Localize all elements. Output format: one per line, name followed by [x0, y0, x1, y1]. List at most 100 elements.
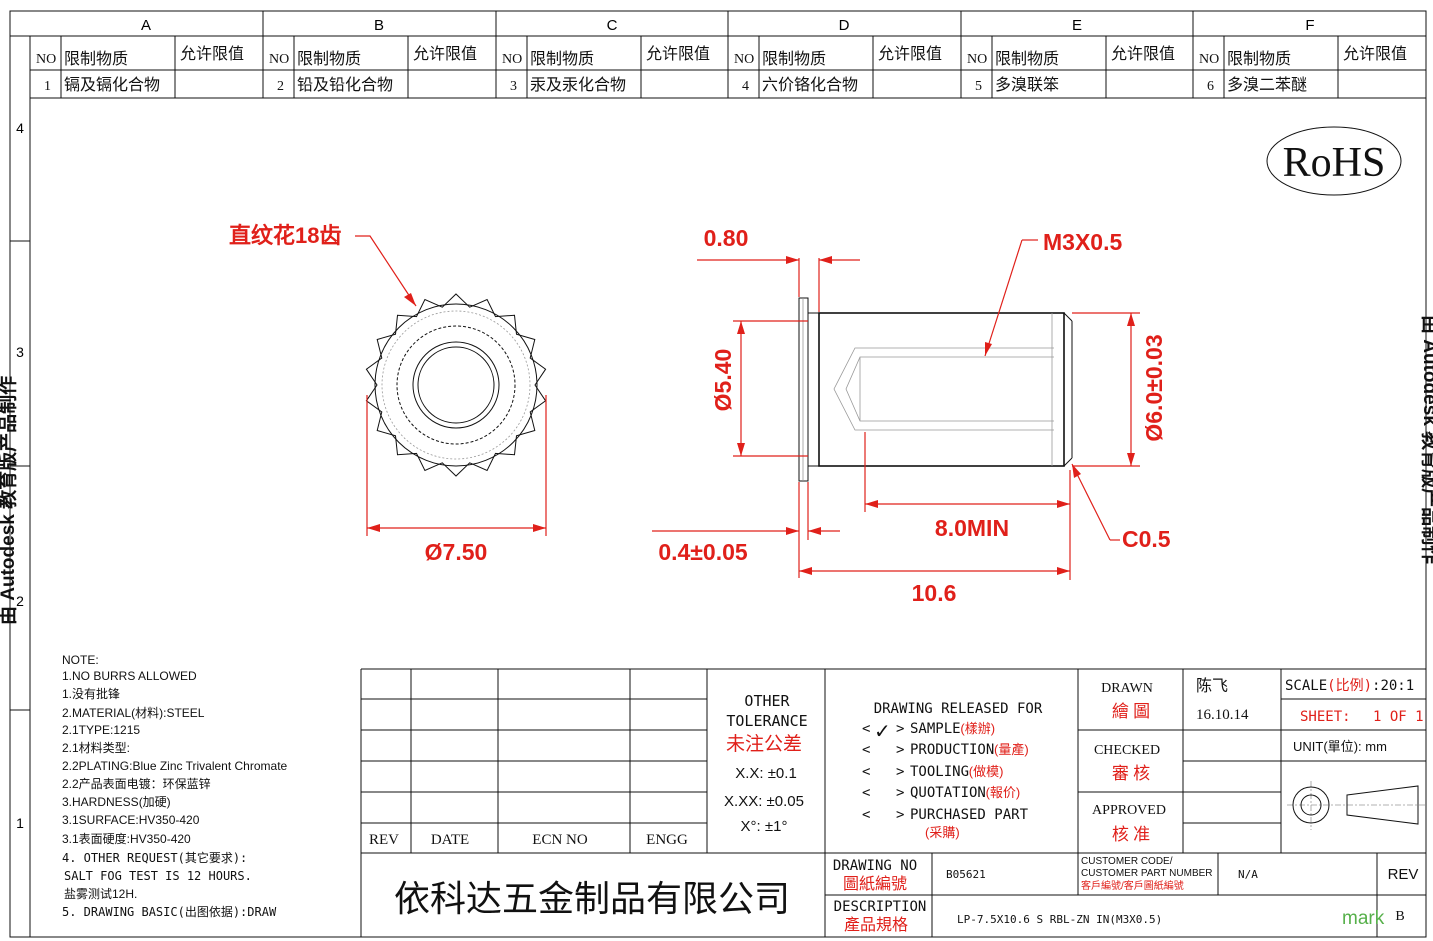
- watermark-left: 由 Autodesk 教育版产品制作: [0, 376, 19, 625]
- substance-name: 铅及铅化合物: [297, 76, 393, 94]
- rev-box-label: REV: [1388, 866, 1419, 883]
- zone-c: C: [607, 17, 618, 34]
- release-bracket-open: <: [862, 764, 870, 780]
- release-list: <>✓SAMPLE(樣辦)<>PRODUCTION(量產)<>TOOLING(做…: [862, 721, 1029, 840]
- release-bracket-close: >: [896, 807, 904, 823]
- note-line: 3.1SURFACE:HV350-420: [62, 813, 200, 827]
- customer-l1: CUSTOMER CODE/: [1081, 856, 1173, 867]
- tol-title1: OTHER: [744, 692, 790, 710]
- row-1: 1: [16, 815, 24, 831]
- min-len: 8.0MIN: [935, 515, 1009, 541]
- dim-flange: 0.4±0.05: [652, 482, 840, 578]
- note-line: SALT FOG TEST IS 12 HOURS.: [64, 869, 252, 883]
- zone-f: F: [1305, 17, 1314, 34]
- drawing-no-label: DRAWING NO: [833, 858, 917, 874]
- zone-header: A B C D E F: [141, 11, 1315, 36]
- release-bracket-close: >: [896, 742, 904, 758]
- substance-name: 多溴二苯醚: [1227, 76, 1307, 94]
- col-no-header: NO: [1199, 52, 1219, 67]
- note-line: 3.HARDNESS(加硬): [62, 795, 171, 809]
- zone-a: A: [141, 17, 151, 34]
- rohs-ellipse: [1266, 126, 1402, 196]
- engg-header: ENGG: [646, 832, 688, 848]
- tol-title2: TOLERANCE: [726, 712, 807, 730]
- row-3: 3: [16, 344, 24, 360]
- note-line: 2.1TYPE:1215: [62, 723, 140, 737]
- d-body: Ø6.0±0.03: [1141, 334, 1167, 441]
- release-item-label: TOOLING: [910, 764, 969, 780]
- col-no-header: NO: [734, 52, 754, 67]
- substance-no: 4: [742, 79, 749, 94]
- chamfer-callout: C0.5: [1071, 463, 1171, 552]
- col-substance-header: 限制物质: [297, 50, 361, 68]
- front-view: [365, 293, 547, 477]
- col-limit-header: 允许限值: [1343, 45, 1407, 63]
- dim-knurl-dia: Ø7.50: [366, 395, 547, 565]
- col-limit-header: 允许限值: [646, 45, 710, 63]
- tol-l2: X.XX: ±0.05: [724, 793, 804, 810]
- description-value: LP-7.5X10.6 S RBL-ZN IN(M3X0.5): [957, 913, 1162, 926]
- release-bracket-open: <: [862, 807, 870, 823]
- release-bracket-close: >: [896, 721, 904, 737]
- col-limit-header: 允许限值: [180, 45, 244, 63]
- drawn-cn: 繪 圖: [1112, 702, 1150, 721]
- outer-border: [9, 10, 1427, 938]
- note-line: 3.1表面硬度:HV350-420: [62, 831, 191, 846]
- dim-min-len: 8.0MIN: [864, 432, 1071, 580]
- zone-b: B: [374, 17, 384, 34]
- note-line: 1.NO BURRS ALLOWED: [62, 669, 197, 683]
- substance-no: 5: [975, 79, 982, 94]
- description-label: DESCRIPTION: [834, 899, 927, 915]
- drawn-label: DRAWN: [1101, 681, 1153, 696]
- date-header: DATE: [431, 832, 469, 848]
- substance-no: 1: [44, 79, 51, 94]
- row-markers: 4 3 2 1: [10, 120, 30, 831]
- substance-name: 多溴联笨: [995, 76, 1059, 94]
- col-substance-header: 限制物质: [762, 50, 826, 68]
- drawing-no-cn: 圖紙編號: [843, 875, 907, 893]
- substance-name: 六价铬化合物: [762, 75, 858, 94]
- chamfer-label: C0.5: [1122, 526, 1171, 552]
- scale-row: SCALE(比例):20:1: [1285, 678, 1414, 694]
- description-cn: 產品規格: [844, 916, 908, 934]
- zone-e: E: [1072, 17, 1082, 34]
- col-substance-header: 限制物质: [995, 50, 1059, 68]
- release-bracket-close: >: [896, 785, 904, 801]
- release-bracket-open: <: [862, 721, 870, 737]
- head-thk: 0.80: [704, 225, 749, 251]
- release-item-label: QUOTATION: [910, 785, 986, 801]
- drawing-no-value: B05621: [946, 868, 986, 881]
- watermark-right: 由 Autodesk 教育版产品制作: [1419, 315, 1433, 564]
- drawn-date: 16.10.14: [1196, 707, 1249, 723]
- note-line: NOTE:: [62, 653, 99, 667]
- row-2: 2: [16, 593, 24, 609]
- zone-d: D: [839, 17, 850, 34]
- col-no-header: NO: [967, 52, 987, 67]
- substance-name: 镉及镉化合物: [64, 76, 160, 94]
- thread-label: M3X0.5: [1043, 229, 1122, 255]
- side-view: [798, 297, 1073, 482]
- release-bracket-open: <: [862, 785, 870, 801]
- release-item-cn: (報价): [986, 785, 1021, 800]
- knurl-label: 直纹花18齿: [229, 223, 341, 248]
- release-bracket-open: <: [862, 742, 870, 758]
- release-item-cn: (做模): [969, 764, 1004, 779]
- projection-symbol: [1287, 781, 1426, 830]
- thread-callout: M3X0.5: [984, 229, 1122, 357]
- release-item-label: PRODUCTION: [910, 742, 994, 758]
- title-block: [360, 668, 1426, 937]
- unit-row: UNIT(單位): mm: [1293, 739, 1387, 754]
- rev-header: REV: [369, 832, 399, 848]
- col-substance-header: 限制物质: [64, 50, 128, 68]
- knurl-callout: 直纹花18齿: [229, 223, 417, 307]
- sheet-label: SHEET:: [1300, 709, 1351, 725]
- note-line: 1.没有批锋: [62, 686, 120, 701]
- release-item-label: PURCHASED PART: [910, 807, 1029, 823]
- release-item-cn: (量產): [994, 742, 1029, 757]
- note-line: 4. OTHER REQUEST(其它要求):: [62, 850, 247, 865]
- release-title: DRAWING RELEASED FOR: [874, 701, 1043, 717]
- note-line: 2.MATERIAL(材料):STEEL: [62, 706, 205, 720]
- notes: NOTE: 1.NO BURRS ALLOWED 1.没有批锋 2.MATERIAL(…: [62, 653, 288, 919]
